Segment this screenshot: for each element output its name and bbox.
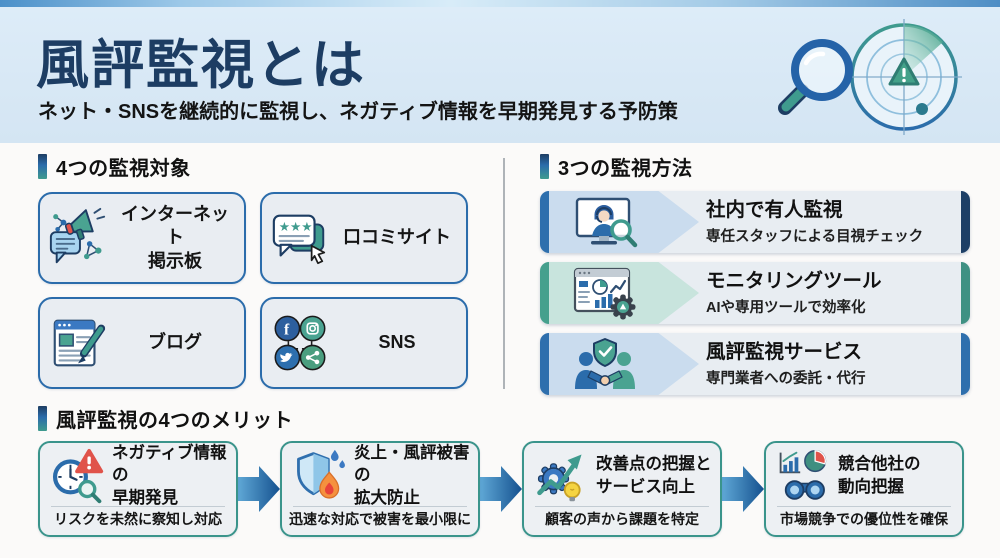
bulletin-board-megaphone-icon bbox=[40, 207, 116, 269]
merit-card-early-detection: ネガティブ情報の 早期発見 リスクを未然に察知し対応 bbox=[38, 440, 238, 537]
row-accent-bar-left bbox=[540, 191, 549, 253]
alert-triangle-icon bbox=[888, 57, 920, 86]
merit-card-top: ネガティブ情報の 早期発見 bbox=[40, 443, 236, 507]
arrow-right-icon bbox=[480, 465, 522, 512]
binoculars-analytics-icon bbox=[779, 449, 827, 500]
method-row-monitoring-tool: モニタリングツール AIや専用ツールで効率化 bbox=[540, 262, 970, 324]
merits-section-heading: 風評監視の4つのメリット bbox=[38, 404, 293, 433]
merit-divider bbox=[777, 505, 951, 507]
merit-card-competitor-tracking: 競合他社の 動向把握 市場競争での優位性を確保 bbox=[764, 440, 964, 537]
header-illustration bbox=[774, 13, 972, 144]
merit-divider bbox=[293, 505, 467, 507]
method-title: 社内で有人監視 bbox=[706, 199, 843, 221]
target-card-bulletin-board: インターネット 掲示板 bbox=[38, 192, 246, 284]
merits-heading-text: 風評監視の4つのメリット bbox=[56, 410, 294, 432]
row-accent-bar-right bbox=[961, 333, 970, 395]
merit-title: 競合他社の 動向把握 bbox=[838, 455, 921, 496]
clock-alert-icon bbox=[52, 448, 104, 503]
merit-note: リスクを未然に察知し対応 bbox=[54, 510, 222, 527]
method-row-service: 風評監視サービス 専門業者への委託・代行 bbox=[540, 333, 970, 395]
sns-social-icons: f bbox=[262, 312, 338, 374]
methods-heading-text: 3つの監視方法 bbox=[558, 158, 693, 180]
merit-title: 炎上・風評被害の 拡大防止 bbox=[354, 444, 470, 507]
page-subtitle: ネット・SNSを継続的に監視し、ネガティブ情報を早期発見する予防策 bbox=[38, 101, 678, 123]
method-description: 専任スタッフによる目視チェック bbox=[706, 229, 924, 246]
merit-card-top: 炎上・風評被害の 拡大防止 bbox=[282, 443, 478, 507]
row-accent-bar-right bbox=[961, 191, 970, 253]
merit-title: ネガティブ情報の 早期発見 bbox=[112, 444, 227, 507]
merits-flow: ネガティブ情報の 早期発見 リスクを未然に察知し対応 bbox=[38, 440, 964, 537]
svg-text:f: f bbox=[284, 321, 290, 338]
row-icon-chevron bbox=[549, 333, 699, 395]
targets-grid: インターネット 掲示板 ★★★ 口コミサイト bbox=[38, 192, 468, 389]
target-card-label: 口コミサイト bbox=[343, 227, 451, 248]
review-site-stars-icon: ★★★ bbox=[262, 207, 338, 269]
method-row-text: 風評監視サービス 専門業者への委託・代行 bbox=[706, 340, 866, 388]
target-card-label: ブログ bbox=[148, 332, 202, 353]
method-row-text: モニタリングツール AIや専用ツールで効率化 bbox=[706, 269, 882, 317]
flow-arrow bbox=[238, 461, 280, 517]
heading-accent-bar bbox=[540, 154, 549, 179]
method-description: 専門業者への委託・代行 bbox=[706, 371, 866, 388]
heading-accent-bar bbox=[38, 154, 47, 179]
section-divider bbox=[503, 158, 505, 389]
svg-text:★★★: ★★★ bbox=[279, 219, 313, 234]
magnifier-icon bbox=[778, 39, 853, 115]
merit-card-top: 改善点の把握と サービス向上 bbox=[524, 443, 720, 503]
heading-accent-bar bbox=[38, 406, 47, 431]
handshake-service-icon bbox=[575, 338, 635, 389]
flow-arrow bbox=[480, 461, 522, 517]
merit-note: 市場競争での優位性を確保 bbox=[780, 510, 948, 527]
merit-divider bbox=[535, 505, 709, 507]
page-title: 風評監視とは bbox=[36, 36, 366, 95]
monitoring-tool-icon bbox=[573, 267, 636, 320]
row-accent-bar-left bbox=[540, 333, 549, 395]
method-row-text: 社内で有人監視 専任スタッフによる目視チェック bbox=[706, 198, 923, 246]
row-icon-chevron bbox=[549, 262, 699, 324]
target-card-blog: ブログ bbox=[38, 297, 246, 389]
merit-note: 迅速な対応で被害を最小限に bbox=[289, 510, 471, 527]
merit-card-top: 競合他社の 動向把握 bbox=[766, 443, 962, 503]
target-card-sns: f SNS bbox=[260, 297, 468, 389]
targets-heading-text: 4つの監視対象 bbox=[56, 158, 191, 180]
merit-note: 顧客の声から課題を特定 bbox=[545, 510, 699, 527]
human-monitoring-icon bbox=[575, 197, 638, 248]
shield-flame-icon bbox=[297, 449, 345, 499]
method-row-human-monitoring: 社内で有人監視 専任スタッフによる目視チェック bbox=[540, 191, 970, 253]
target-card-label: インターネット 掲示板 bbox=[121, 203, 229, 271]
row-accent-bar-right bbox=[961, 262, 970, 324]
method-title: モニタリングツール bbox=[706, 270, 882, 292]
arrow-right-icon bbox=[722, 465, 764, 512]
arrow-right-icon bbox=[238, 465, 280, 512]
blog-pen-icon bbox=[40, 312, 116, 374]
header: 風評監視とは ネット・SNSを継続的に監視し、ネガティブ情報を早期発見する予防策 bbox=[0, 7, 1000, 143]
merit-divider bbox=[51, 505, 225, 507]
merit-title: 改善点の把握と サービス向上 bbox=[596, 455, 712, 496]
method-title: 風評監視サービス bbox=[706, 341, 863, 363]
row-accent-bar-left bbox=[540, 262, 549, 324]
target-card-label: SNS bbox=[378, 332, 416, 353]
method-description: AIや専用ツールで効率化 bbox=[706, 300, 866, 317]
flow-arrow bbox=[722, 461, 764, 517]
target-card-review-site: ★★★ 口コミサイト bbox=[260, 192, 468, 284]
row-icon-chevron bbox=[549, 191, 699, 253]
methods-list: 社内で有人監視 専任スタッフによる目視チェック bbox=[540, 191, 970, 404]
merit-card-damage-prevention: 炎上・風評被害の 拡大防止 迅速な対応で被害を最小限に bbox=[280, 440, 480, 537]
methods-section-heading: 3つの監視方法 bbox=[540, 152, 693, 181]
radar-icon bbox=[846, 19, 962, 135]
targets-section-heading: 4つの監視対象 bbox=[38, 152, 191, 181]
top-gradient-stripe bbox=[0, 0, 1000, 7]
gear-improvement-icon bbox=[537, 454, 582, 501]
merit-card-service-improvement: 改善点の把握と サービス向上 顧客の声から課題を特定 bbox=[522, 440, 722, 537]
radar-magnifier-illustration bbox=[778, 19, 962, 135]
